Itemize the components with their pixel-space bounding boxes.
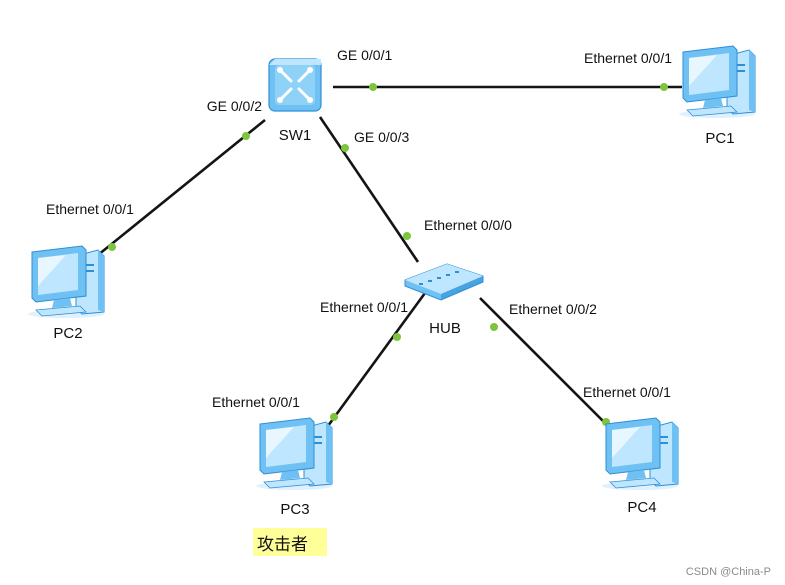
port-label-pc3: Ethernet 0/0/1: [212, 394, 300, 410]
port-dot-hub: [490, 323, 498, 331]
link-sw1-pc2: [97, 118, 266, 257]
node-hub[interactable]: HUB: [404, 263, 484, 337]
node-label-hub: HUB: [429, 320, 461, 337]
node-pc3[interactable]: PC3: [256, 417, 333, 518]
node-pc4[interactable]: PC4: [602, 417, 679, 516]
pc-icon: [28, 245, 105, 318]
node-label-pc4: PC4: [627, 499, 656, 516]
node-label-pc1: PC1: [705, 130, 734, 147]
node-pc1[interactable]: PC1: [679, 45, 756, 147]
link-hub-pc3: [323, 292, 427, 431]
link-hub-pc4: [479, 297, 613, 431]
port-dot-sw1: [242, 132, 250, 140]
node-label-pc2: PC2: [53, 325, 82, 342]
attacker-note: 攻击者: [257, 535, 308, 555]
port-dot-pc1: [660, 83, 668, 91]
hub-icon: [404, 263, 484, 301]
pc-icon: [602, 417, 679, 490]
port-dot-pc2: [108, 243, 116, 251]
port-label-sw1: GE 0/0/2: [207, 98, 262, 114]
port-label-sw1: GE 0/0/3: [354, 129, 409, 145]
port-label-hub: Ethernet 0/0/0: [424, 217, 512, 233]
port-label-pc4: Ethernet 0/0/1: [583, 384, 671, 400]
node-label-sw1: SW1: [279, 127, 312, 144]
port-dot-hub: [393, 333, 401, 341]
port-label-hub: Ethernet 0/0/2: [509, 301, 597, 317]
port-dot-sw1: [369, 83, 377, 91]
node-pc2[interactable]: PC2: [28, 245, 105, 342]
port-dot-sw1: [341, 144, 349, 152]
attacker-note-background: [253, 528, 327, 556]
watermark: CSDN @China-P: [686, 566, 771, 578]
node-label-pc3: PC3: [280, 501, 309, 518]
port-dot-pc3: [330, 413, 338, 421]
link-sw1-hub: [318, 116, 420, 263]
node-sw1[interactable]: SW1: [268, 58, 322, 144]
links-layer: [97, 83, 682, 431]
switch-icon: [268, 58, 322, 112]
pc-icon: [256, 417, 333, 490]
port-label-sw1: GE 0/0/1: [337, 47, 392, 63]
pc-icon: [679, 45, 756, 118]
port-label-pc1: Ethernet 0/0/1: [584, 50, 672, 66]
port-dot-hub: [403, 232, 411, 240]
port-label-hub: Ethernet 0/0/1: [320, 299, 408, 315]
port-label-pc2: Ethernet 0/0/1: [46, 201, 134, 217]
